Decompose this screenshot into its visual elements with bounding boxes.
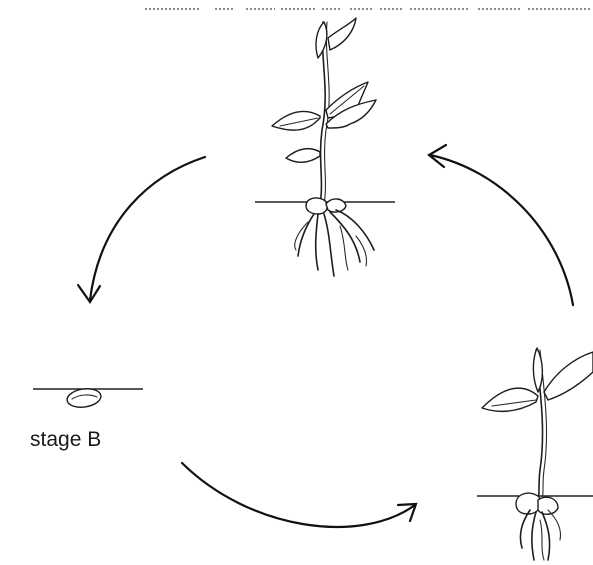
arrowhead-down-left (78, 285, 100, 302)
seed-icon (33, 387, 143, 410)
arrow-seed-to-seedling (182, 463, 415, 527)
seedling-icon (477, 348, 593, 560)
arrow-seedling-to-plant (430, 155, 573, 305)
arrow-plant-to-seed (90, 157, 205, 300)
mature-plant-icon (255, 18, 395, 276)
stage-b-label: stage B (30, 428, 101, 452)
